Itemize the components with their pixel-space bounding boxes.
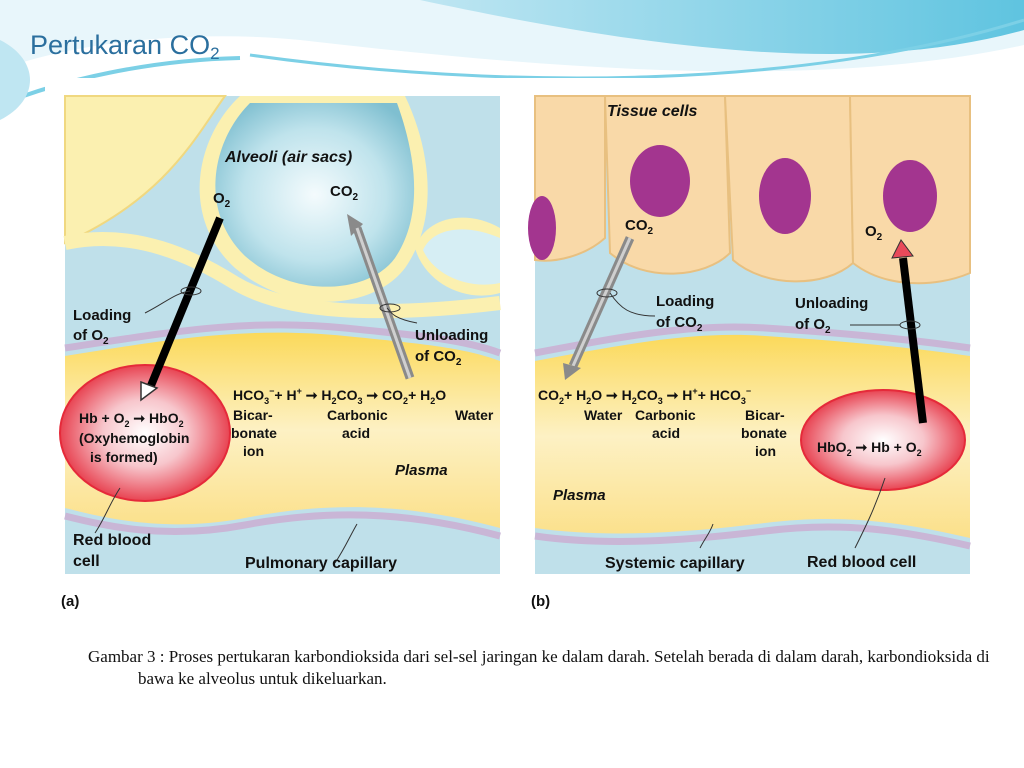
bicar-a-3: ion [243,443,264,459]
panel-a-tag: (a) [61,593,79,610]
co2-label-b: CO2 [625,217,654,237]
panel-b-tag: (b) [531,593,550,610]
equation-a: HCO3−+ H+ ➞ H2CO3 ➞ CO2+ H2O [233,386,446,406]
respiratory-membrane [63,232,501,319]
o2-label-a: O2 [213,190,231,210]
slide-header-waves [0,0,1024,120]
nucleus-4 [883,160,937,232]
gas-exchange-diagram: Alveoli (air sacs) O2 CO2 Loading of O2 … [59,95,971,610]
bicar-b-3: ion [755,443,776,459]
carbonic-a-2: acid [342,425,370,441]
bicar-a-2: bonate [231,425,277,441]
unloading-o2-line2: of O2 [795,316,831,336]
co2-label-a: CO2 [330,183,359,203]
unloading-o2-line1: Unloading [795,295,868,312]
nucleus-2 [630,145,690,217]
panel-b: Tissue cells CO2 O2 Loading of CO2 Unloa… [528,95,971,610]
o2-label-b: O2 [865,223,883,243]
o2-unloading-arrowhead [891,239,914,259]
capillary-wall-bottom [64,511,501,540]
unloading-co2-line1: Unloading [415,327,488,344]
equation-b: CO2+ H2O ➞ H2CO3 ➞ H++ HCO3− [538,386,751,406]
alveoli-label: Alveoli (air sacs) [224,149,352,166]
carbonic-b-2: acid [652,425,680,441]
co2-loading-highlight [571,237,632,367]
capillary-label-a: Pulmonary capillary [245,555,397,572]
rbc-label-b: Red blood cell [807,554,916,571]
oxyhemoglobin-line1: (Oxyhemoglobin [79,430,189,446]
loading-co2-line2: of CO2 [656,314,703,334]
rbc-reaction-a: Hb + O2 ➞ HbO2 [79,410,184,429]
rbc-leader-a [94,487,121,534]
bicar-a-1: Bicar- [233,407,273,423]
carbonic-a-1: Carbonic [327,407,388,423]
loading-marker-b [596,288,618,298]
capillary-wall-top [64,321,502,357]
rbc-reaction-b: HbO2 ➞ Hb + O2 [817,439,922,458]
nucleus-3 [759,158,811,234]
plasma-label-b: Plasma [553,487,606,504]
figure-caption: Gambar 3 : Proses pertukaran karbondioks… [88,647,990,688]
bicar-b-1: Bicar- [745,407,785,423]
unloading-marker-b [899,320,921,330]
loading-marker [180,286,202,296]
capillary-leader-b [699,523,714,549]
rbc-label-a-2: cell [73,553,100,570]
water-a: Water [455,407,494,423]
rbc-label-a-1: Red blood [73,532,151,549]
water-b: Water [584,407,623,423]
unloading-co2-line2: of CO2 [415,348,462,368]
loading-o2-line2: of O2 [73,327,109,347]
unloading-leader [386,307,418,324]
capillary-leader-a [334,523,358,564]
slide-title: Pertukaran CO2 [30,30,220,63]
capillary-label-b: Systemic capillary [605,555,745,572]
co2-arrow-highlight [355,227,412,379]
carbonic-b-1: Carbonic [635,407,696,423]
oxyhemoglobin-line2: is formed) [90,449,158,465]
loading-leader [144,290,191,314]
o2-unloading-arrow [899,257,927,424]
panel-a: Alveoli (air sacs) O2 CO2 Loading of O2 … [59,95,502,610]
bicar-b-2: bonate [741,425,787,441]
capillary-wall-bottom-b [534,523,971,550]
red-blood-cell-a [59,364,231,502]
plasma-label-a: Plasma [395,462,448,479]
co2-arrowhead [347,214,363,236]
co2-loading-arrowhead [563,363,581,380]
alveolus-left [64,95,227,245]
nucleus-1 [528,196,556,260]
tissue-label: Tissue cells [607,103,698,120]
unloading-marker [379,303,401,313]
o2-arrowhead [140,380,159,402]
o2-loading-arrow [146,216,224,390]
alveolus-right-inner [423,229,500,285]
figure-panel: Alveoli (air sacs) O2 CO2 Loading of O2 … [45,78,980,618]
loading-o2-line1: Loading [73,307,131,324]
loading-co2-line1: Loading [656,293,714,310]
rbc-leader-b [854,477,886,549]
